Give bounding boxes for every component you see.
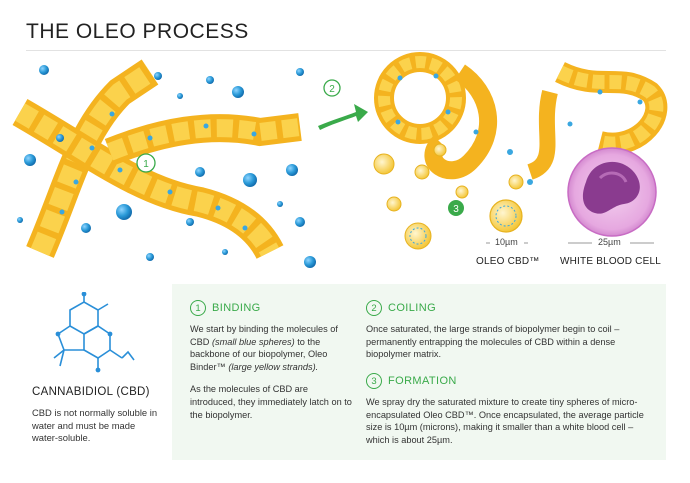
cbd-molecule-icon (53, 292, 135, 373)
step-1-marker: 1 (136, 153, 156, 173)
step-coiling-number: 2 (366, 300, 382, 316)
oleo-cbd-spheres (373, 143, 524, 250)
step-binding-title: BINDING (212, 302, 261, 314)
step-formation-title: FORMATION (388, 375, 457, 387)
step-binding: 1 BINDING We start by binding the molecu… (190, 299, 352, 421)
step-binding-number: 1 (190, 300, 206, 316)
step-coiling-title: COILING (388, 302, 437, 314)
binding-text-p2: As the molecules of CBD are introduced, … (190, 384, 352, 420)
step-formation-number: 3 (366, 373, 382, 389)
biopolymer-coils (374, 52, 668, 180)
caption-white-blood-cell: WHITE BLOOD CELL (560, 256, 661, 267)
cbd-title: CANNABIDIOL (CBD) (32, 386, 150, 398)
step-3-marker-label: 3 (453, 204, 459, 215)
oleo-process-illustration: 1 2 3 (12, 52, 668, 268)
step-1-marker-label: 1 (143, 159, 149, 170)
binding-text-b: to the backbone of our biopolymer, Oleo … (190, 336, 328, 372)
step-coiling: 2 COILING Once saturated, the large stra… (366, 299, 656, 361)
page-title: THE OLEO PROCESS (26, 20, 249, 43)
step-formation: 3 FORMATION We spray dry the saturated m… (366, 372, 656, 446)
cbd-molecules-free (17, 65, 316, 268)
coil-cbd-molecules (395, 73, 643, 185)
step-3-marker: 3 (448, 200, 464, 216)
step-2-marker-label: 2 (329, 84, 335, 95)
binding-text-em2: (large yellow strands). (228, 361, 319, 372)
binding-text-a: We start by binding the molecules of CBD (190, 324, 338, 347)
step-formation-body: We spray dry the saturated mixture to cr… (366, 397, 644, 445)
step-2-arrow: 2 (318, 79, 368, 130)
binding-text-em1: (small blue spheres) (211, 336, 295, 347)
title-divider (26, 50, 666, 51)
caption-oleo-cbd: OLEO CBD™ (476, 256, 540, 267)
biopolymer-strands-binding (12, 59, 302, 260)
process-steps-panel (172, 284, 666, 460)
size-label-oleo: 10µm (495, 237, 518, 247)
step-binding-body: We start by binding the molecules of CBD… (190, 323, 352, 421)
cbd-description: CBD is not normally soluble in water and… (32, 407, 158, 444)
cbd-molecules-bound (59, 111, 257, 231)
size-label-cell: 25µm (598, 237, 621, 247)
step-coiling-body: Once saturated, the large strands of bio… (366, 324, 620, 360)
white-blood-cell (567, 147, 657, 237)
